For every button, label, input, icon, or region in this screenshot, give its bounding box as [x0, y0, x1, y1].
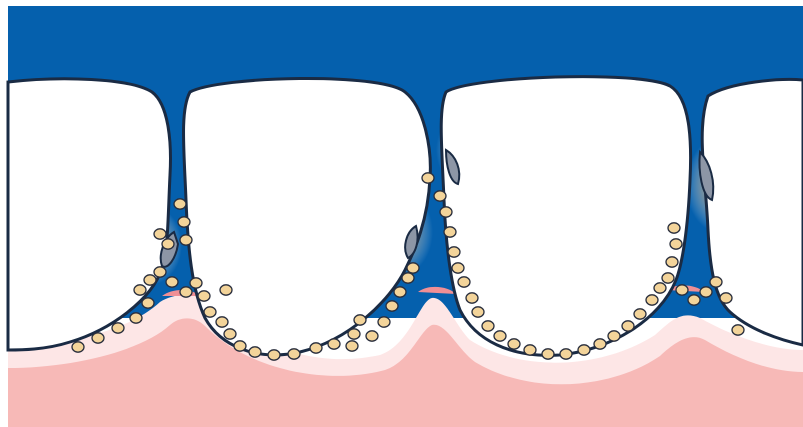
plaque-particle [668, 223, 680, 233]
plaque-particle [154, 229, 166, 239]
plaque-particle [560, 349, 572, 359]
plaque-particle [494, 331, 506, 341]
plaque-particle [112, 323, 124, 333]
plaque-particle [162, 239, 174, 249]
plaque-particle [452, 263, 464, 273]
plaque-particle [178, 217, 190, 227]
plaque-particle [249, 347, 261, 357]
plaque-particle [688, 295, 700, 305]
plaque-particle [328, 339, 340, 349]
plaque-particle [180, 235, 192, 245]
plaque-particle [394, 287, 406, 297]
plaque-particle [608, 331, 620, 341]
plaque-particle [508, 339, 520, 349]
plaque-particle [666, 257, 678, 267]
plaque-particle [378, 317, 390, 327]
plaque-particle [594, 339, 606, 349]
plaque-particle [472, 307, 484, 317]
plaque-particle [174, 199, 186, 209]
plaque-particle [444, 227, 456, 237]
plaque-particle [198, 291, 210, 301]
plaque-particle [166, 277, 178, 287]
plaque-particle [346, 341, 358, 351]
plaque-particle [144, 275, 156, 285]
plaque-particle [622, 321, 634, 331]
plaque-particle [142, 298, 154, 308]
plaque-particle [662, 273, 674, 283]
plaque-particle [234, 341, 246, 351]
plaque-particle [670, 239, 682, 249]
plaque-particle [654, 283, 666, 293]
plaque-particle [720, 293, 732, 303]
plaque-particle [634, 309, 646, 319]
plaque-particle [354, 315, 366, 325]
plaque-particle [440, 207, 452, 217]
plaque-particle [466, 293, 478, 303]
plaque-particle [92, 333, 104, 343]
plaque-particle [220, 285, 232, 295]
plaque-particle [578, 345, 590, 355]
plaque-particle [386, 301, 398, 311]
plaque-particle [204, 307, 216, 317]
plaque-particle [542, 349, 554, 359]
plaque-particle [190, 278, 202, 288]
plaque-particle [402, 273, 414, 283]
plaque-particle [524, 345, 536, 355]
plaque-particle [366, 331, 378, 341]
plaque-particle [710, 277, 722, 287]
plaque-particle [268, 350, 280, 360]
plaque-particle [434, 191, 446, 201]
plaque-particle [448, 247, 460, 257]
plaque-particle [216, 317, 228, 327]
plaque-particle [482, 321, 494, 331]
plaque-particle [422, 173, 434, 183]
plaque-particle [646, 295, 658, 305]
plaque-particle [130, 313, 142, 323]
plaque-particle [348, 329, 360, 339]
plaque-particle [154, 267, 166, 277]
plaque-particle [310, 343, 322, 353]
plaque-particle [732, 325, 744, 335]
plaque-particle [288, 349, 300, 359]
plaque-particle [180, 287, 192, 297]
plaque-particle [134, 285, 146, 295]
plaque-particle [676, 285, 688, 295]
plaque-particle [458, 277, 470, 287]
plaque-particle [224, 329, 236, 339]
plaque-particle [700, 287, 712, 297]
plaque-particle [407, 263, 419, 273]
plaque-particle [72, 342, 84, 352]
